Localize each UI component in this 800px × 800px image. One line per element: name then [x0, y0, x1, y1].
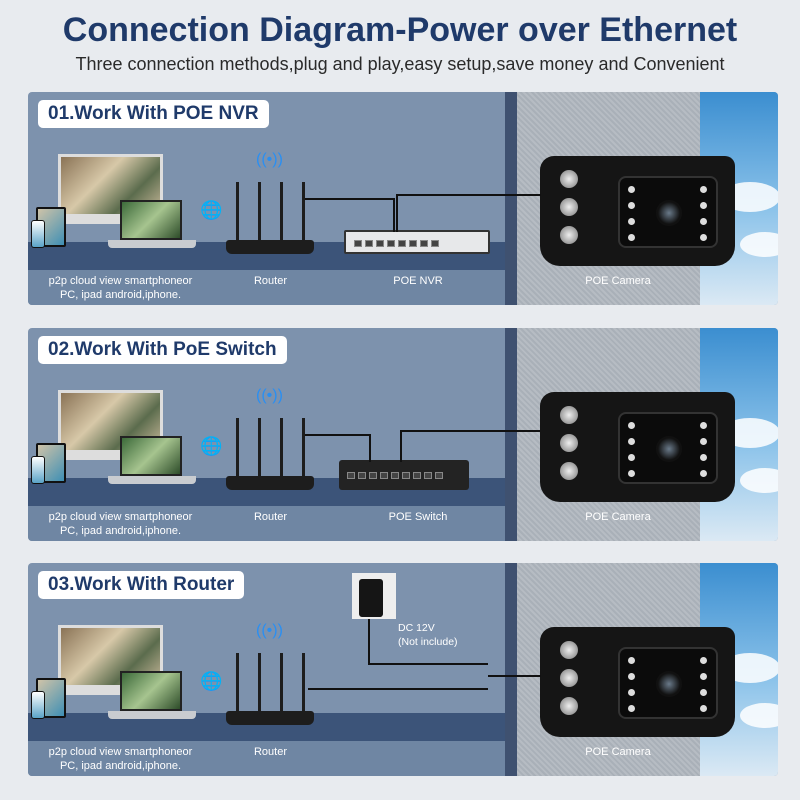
ethernet-cable: [308, 688, 488, 690]
ethernet-cable: [488, 675, 541, 677]
monitor-image: [58, 625, 163, 695]
middle-device-label: POE NVR: [393, 275, 443, 287]
router-image: [226, 711, 314, 725]
connection-panel: 01.Work With POE NVR 🌐 ((•)) p2p cloud v…: [28, 92, 778, 305]
laptop-base: [108, 240, 196, 248]
wifi-icon: ((•)): [256, 151, 283, 168]
wifi-icon: ((•)): [256, 622, 283, 639]
page-title: Connection Diagram-Power over Ethernet: [62, 11, 738, 49]
ethernet-cable: [400, 430, 402, 462]
laptop-image: [120, 436, 182, 476]
router-image: [226, 476, 314, 490]
divider: [505, 328, 519, 541]
power-label: DC 12V (Not include): [398, 621, 458, 649]
router-image: [226, 240, 314, 254]
ethernet-cable: [369, 434, 371, 462]
globe-icon: 🌐: [200, 200, 223, 220]
ethernet-cable: [368, 663, 488, 665]
connection-panel: 03.Work With Router 🌐 ((•)) p2p cloud vi…: [28, 563, 778, 776]
page-subtitle: Three connection methods,plug and play,e…: [75, 54, 725, 74]
label-strip: [28, 506, 505, 541]
router-label: Router: [253, 746, 288, 758]
middle-device-label: POE Switch: [388, 511, 448, 523]
monitor-image: [58, 154, 163, 224]
router-label: Router: [253, 275, 288, 287]
power-adapter-image: [352, 573, 396, 619]
laptop-base: [108, 476, 196, 484]
phone-image: [31, 220, 45, 248]
ethernet-cable: [393, 198, 395, 232]
ethernet-cable: [400, 430, 540, 432]
divider: [505, 92, 519, 305]
ethernet-cable: [305, 198, 395, 200]
camera-label: POE Camera: [585, 275, 651, 287]
poe-switch-image: [339, 460, 469, 490]
ethernet-cable: [368, 619, 370, 664]
poe-camera-image: [540, 392, 735, 502]
connection-panel: 02.Work With PoE Switch 🌐 ((•)) p2p clou…: [28, 328, 778, 541]
poe-camera-image: [540, 156, 735, 266]
panel-title: 01.Work With POE NVR: [38, 100, 269, 128]
ethernet-cable: [305, 434, 370, 436]
globe-icon: 🌐: [200, 436, 223, 456]
phone-image: [31, 456, 45, 484]
laptop-base: [108, 711, 196, 719]
router-label: Router: [253, 511, 288, 523]
camera-label: POE Camera: [585, 746, 651, 758]
label-strip: [28, 741, 505, 776]
ethernet-cable: [396, 194, 541, 196]
globe-icon: 🌐: [200, 671, 223, 691]
divider: [505, 563, 519, 776]
camera-label: POE Camera: [585, 511, 651, 523]
laptop-image: [120, 200, 182, 240]
poe-camera-image: [540, 627, 735, 737]
laptop-image: [120, 671, 182, 711]
sky: [700, 328, 778, 541]
poe-nvr-image: [344, 230, 490, 254]
ethernet-cable: [396, 194, 398, 232]
phone-image: [31, 691, 45, 719]
power-voltage: DC 12V: [398, 622, 435, 634]
label-strip: [28, 270, 505, 305]
wifi-icon: ((•)): [256, 387, 283, 404]
power-note: (Not include): [398, 636, 458, 648]
panel-title: 02.Work With PoE Switch: [38, 336, 287, 364]
panel-title: 03.Work With Router: [38, 571, 245, 599]
